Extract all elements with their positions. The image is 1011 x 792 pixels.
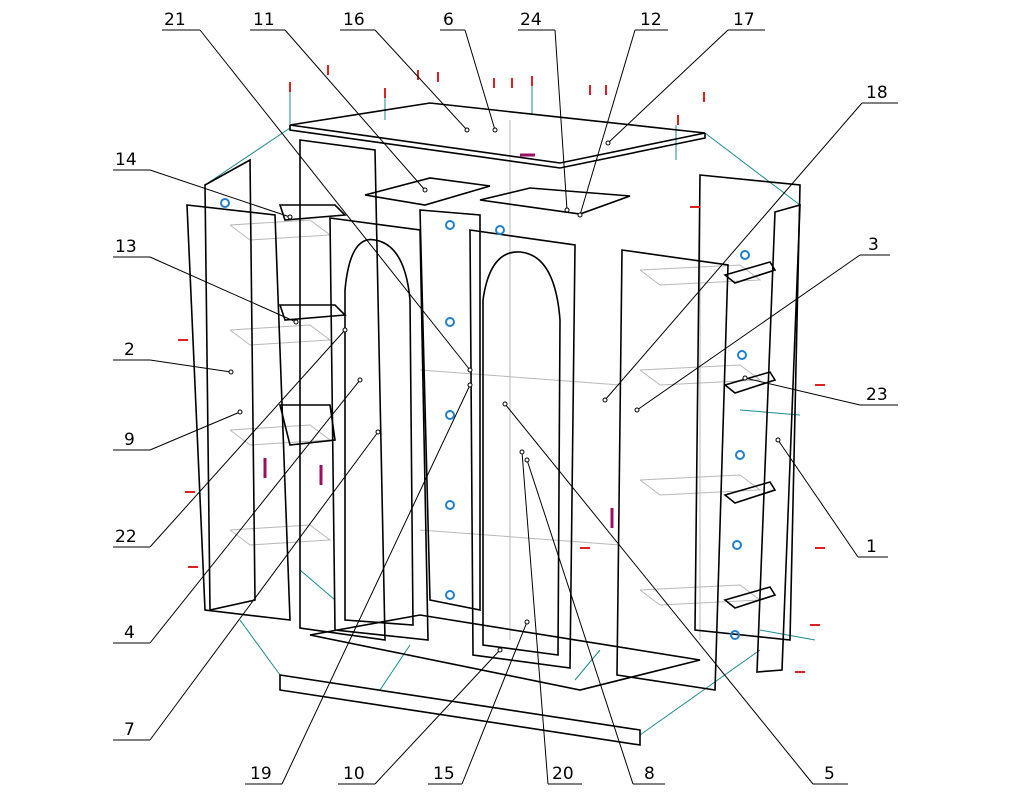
callout-label: 4	[124, 623, 135, 643]
right-shelf-4	[723, 586, 777, 609]
callout-1: 1	[775, 437, 888, 558]
cam-connectors	[220, 198, 750, 640]
callout-label: 13	[115, 237, 137, 257]
shelf-mid-left	[278, 304, 347, 321]
callout-6: 6	[440, 10, 498, 133]
left-side-panel	[204, 158, 256, 611]
callout-21: 21	[162, 10, 473, 373]
shelf-box-top-2	[479, 187, 631, 215]
top-board-edge	[289, 125, 706, 169]
callout-8: 8	[524, 457, 665, 785]
callout-label: 19	[250, 764, 272, 784]
callout-label: 12	[640, 10, 662, 30]
fasteners	[178, 65, 825, 673]
callout-label: 9	[124, 430, 135, 450]
callout-label: 6	[443, 10, 454, 30]
right-shelf-1	[723, 261, 777, 284]
callout-18: 18	[602, 83, 898, 403]
right-side-panel	[756, 203, 801, 673]
callout-label: 7	[124, 720, 135, 740]
callout-label: 1	[866, 537, 877, 557]
left-door-panel	[186, 204, 291, 621]
callout-7: 7	[113, 429, 381, 741]
callout-20: 20	[519, 449, 582, 785]
arch-door-left-inner-panel	[344, 238, 414, 626]
callout-label: 5	[824, 764, 835, 784]
callout-19: 19	[245, 382, 473, 785]
callout-5: 5	[502, 401, 848, 785]
callout-label: 8	[644, 764, 655, 784]
arch-door-right-inner-panel	[482, 251, 561, 656]
callout-label: 23	[866, 385, 888, 405]
callout-label: 11	[253, 10, 275, 30]
callout-label: 17	[733, 10, 755, 30]
callout-label: 22	[115, 527, 137, 547]
shelf-low-left	[278, 404, 336, 446]
top-board	[289, 102, 706, 164]
handles	[263, 153, 614, 528]
callout-label: 2	[124, 340, 135, 360]
callout-13: 13	[113, 237, 299, 325]
callout-16: 16	[340, 10, 470, 133]
callout-23: 23	[742, 375, 898, 406]
callout-label: 18	[866, 83, 888, 103]
callout-label: 21	[164, 10, 186, 30]
callout-label: 15	[433, 764, 455, 784]
right-shelf-3	[723, 481, 777, 504]
callout-label: 3	[868, 235, 879, 255]
callout-label: 20	[552, 764, 574, 784]
callout-17: 17	[605, 10, 765, 146]
callout-12: 12	[577, 10, 668, 218]
callout-label: 14	[115, 150, 137, 170]
right-door-panel	[616, 249, 729, 691]
callout-label: 10	[343, 764, 365, 784]
callout-9: 9	[113, 409, 243, 451]
callout-2: 2	[113, 340, 234, 375]
panels	[186, 102, 801, 746]
callout-10: 10	[338, 647, 503, 785]
plinth	[279, 674, 641, 746]
callout-label: 24	[520, 10, 542, 30]
callout-15: 15	[428, 619, 530, 785]
left-inner-panel	[299, 139, 386, 641]
callout-24: 24	[518, 10, 570, 213]
callout-11: 11	[250, 10, 428, 193]
right-shelf-2	[723, 371, 777, 394]
callout-label: 16	[343, 10, 365, 30]
right-back-panel	[694, 174, 801, 641]
bottom-board	[309, 614, 701, 691]
callout-3: 3	[634, 235, 890, 413]
callout-22: 22	[113, 327, 348, 548]
callouts: 21 11 16 6 24 12 17 18 3 23 1 14 13 2 9 …	[113, 10, 898, 785]
callout-4: 4	[113, 377, 363, 644]
callout-14: 14	[113, 150, 293, 220]
arch-door-right	[469, 229, 576, 669]
shelf-box-top	[364, 177, 491, 206]
center-divider	[419, 209, 481, 611]
